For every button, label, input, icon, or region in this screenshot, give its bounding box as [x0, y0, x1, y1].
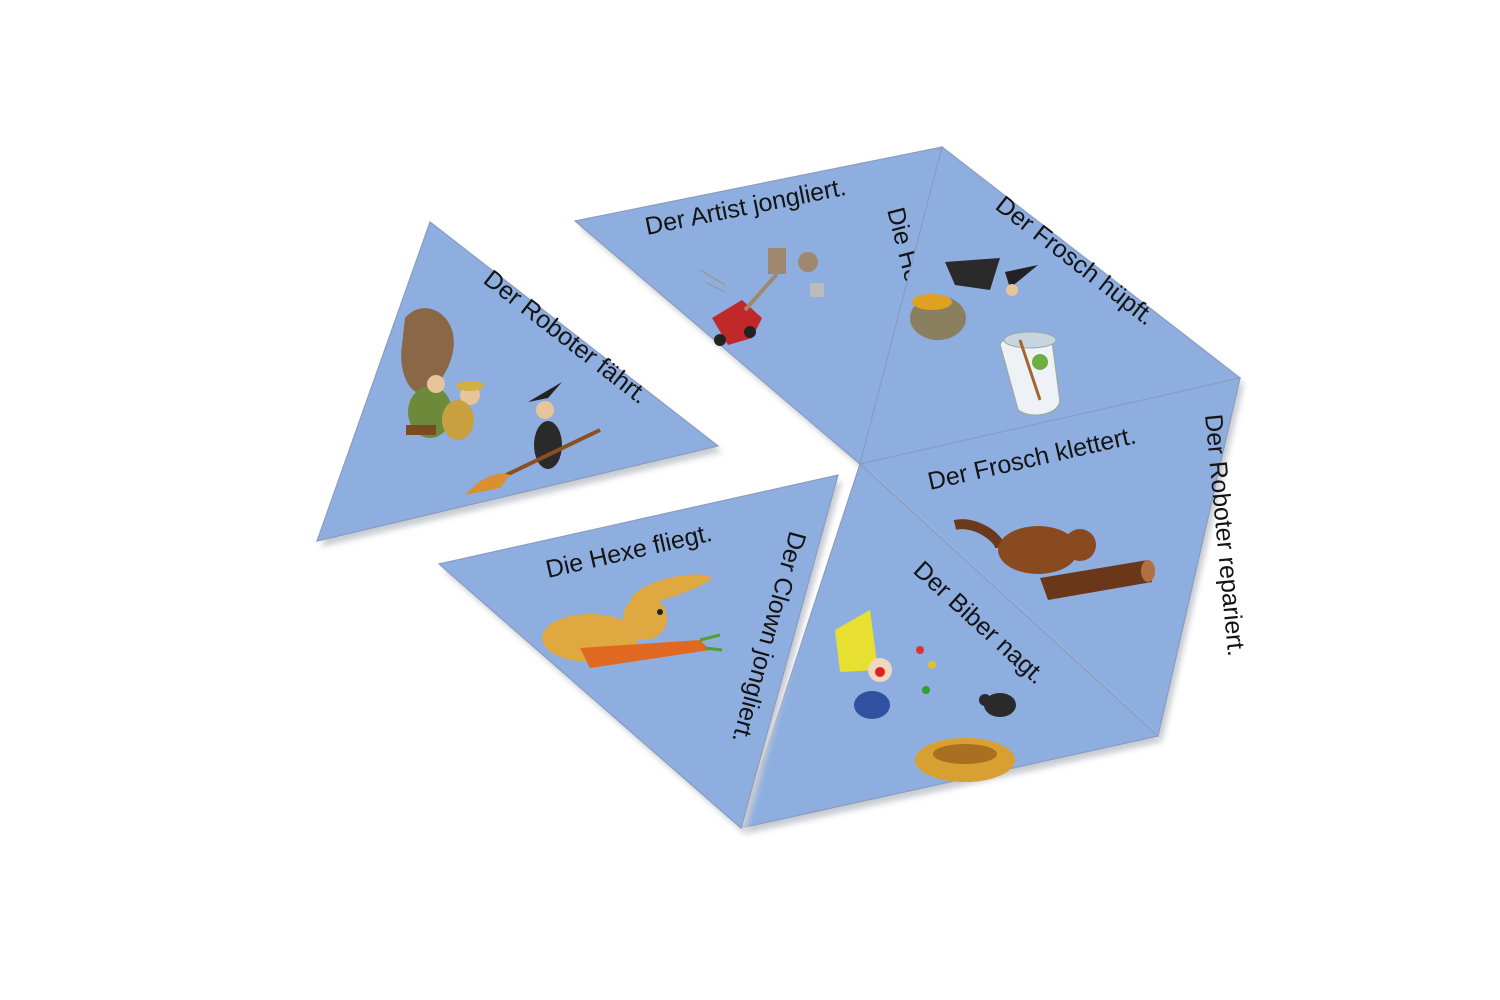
illustration-witch-cooking — [910, 258, 1061, 416]
illustration-witch-chasing-man — [401, 308, 601, 495]
card-bottom-left[interactable]: Die Hexe fliegt. Der Clown jongliert. — [437, 474, 842, 834]
illustration-rabbit-with-carrot — [542, 574, 723, 668]
illustration-clown-and-nest — [835, 610, 1016, 782]
card-bottom-middle[interactable]: Der Biber nagt. — [740, 462, 1162, 834]
illustration-beaver-on-log — [953, 519, 1155, 600]
illustration-robot-on-car — [699, 248, 824, 346]
